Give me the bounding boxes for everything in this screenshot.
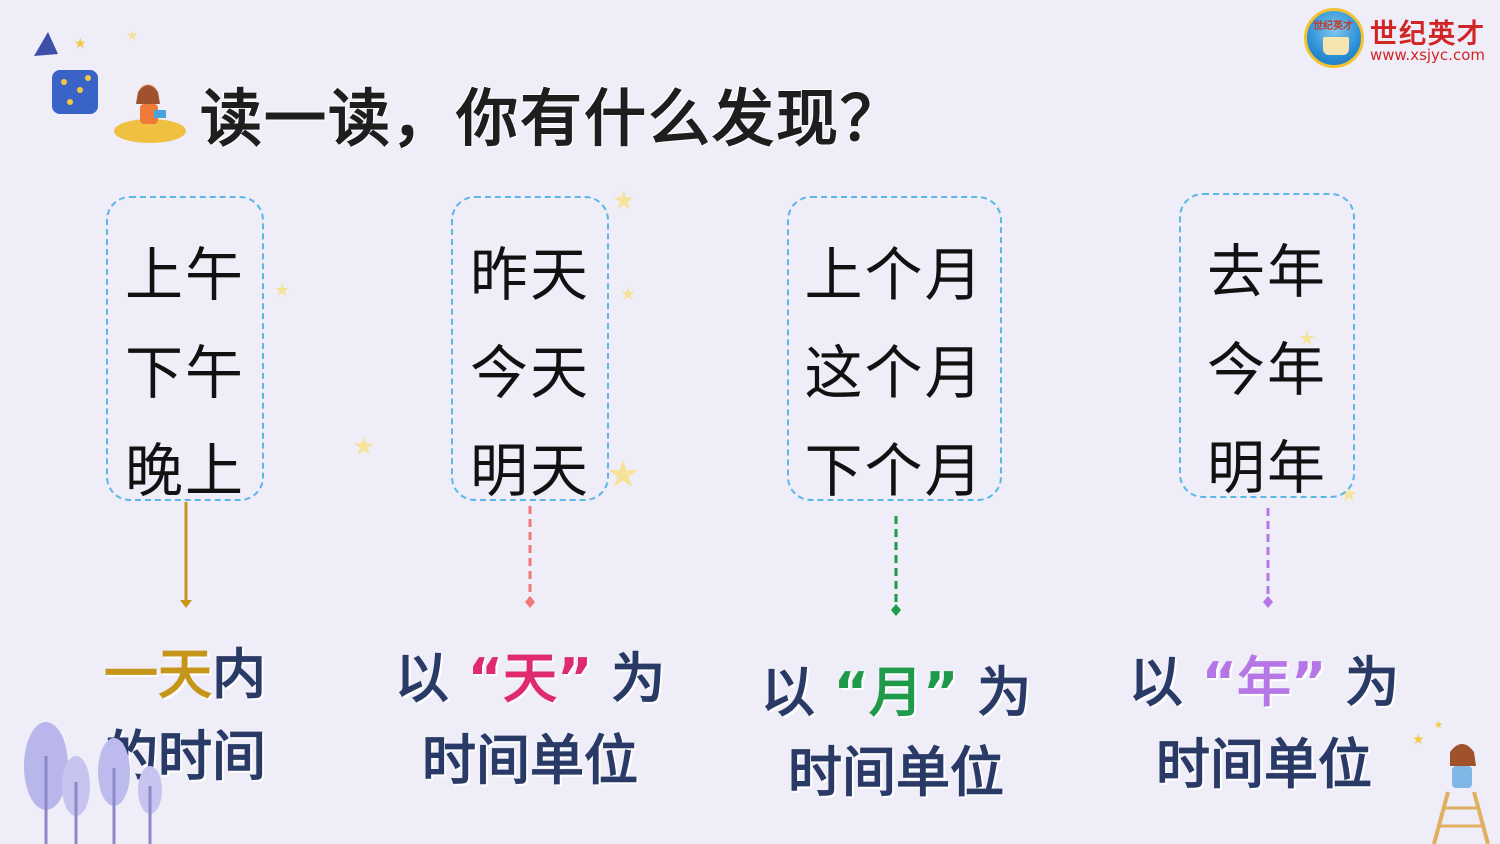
word-item: 去年 [1206,238,1327,306]
word-item: 下午 [124,339,245,407]
word-item: 昨天 [469,241,590,309]
caption-months: 以 “月” 为 [746,648,1046,727]
logo-name: 世纪英才 [1370,19,1486,50]
star-icon: ★ [620,284,637,305]
word-item: 这个月 [804,339,985,407]
svg-text:★: ★ [1412,732,1425,748]
moon-decoration-icon: ★ [34,32,106,114]
caption-day-parts: 一天内 [90,630,280,709]
connector-line [525,506,535,608]
caption-suffix: 为 [1345,651,1400,714]
word-box-years: 去年 今年 明年 [1179,193,1355,502]
star-icon: ★ [1298,326,1316,350]
caption-line2: 的时间 [104,725,266,788]
word-item: 下个月 [804,437,985,505]
caption-highlight: “天” [467,647,593,710]
word-item: 上午 [124,241,245,309]
word-item: 明天 [469,437,590,505]
caption-prefix: 以 [394,647,449,710]
word-box-days: 昨天 今天 明天 [451,196,609,505]
caption-prefix: 以 [1128,651,1183,714]
caption-years: 以 “年” 为 [1114,638,1414,717]
word-item: 上个月 [804,241,985,309]
svg-text:★: ★ [74,36,87,52]
caption-line2: 时间单位 [422,729,638,792]
word-item: 今天 [469,339,590,407]
caption-line2: 时间单位 [788,741,1004,804]
word-item: 明年 [1206,434,1327,502]
page-title: 读一读，你有什么发现？ [200,82,905,155]
caption-suffix: 为 [977,661,1032,724]
star-icon: ★ [612,186,636,216]
svg-text:★: ★ [1434,720,1443,731]
star-icon: ★ [126,28,139,44]
caption-prefix: 以 [760,661,815,724]
caption-days: 以 “天” 为 [380,634,680,713]
reading-girl-icon [114,84,186,143]
connector-line [891,516,901,616]
logo-url: www.xsjyc.com [1370,46,1485,64]
word-box-day-parts: 上午 下午 晚上 [106,196,264,505]
star-icon: ★ [606,452,641,496]
caption-suffix: 为 [611,647,666,710]
connector-line [1263,508,1273,608]
caption-line2: 时间单位 [1156,733,1372,796]
caption-highlight: “年” [1201,651,1327,714]
word-box-months: 上个月 这个月 下个月 [787,196,1002,505]
connector-line [180,502,192,608]
logo-ring-text: 世纪英才 [1313,21,1353,32]
tree-decoration-icon [24,722,162,844]
word-item: 晚上 [124,437,245,505]
star-icon: ★ [274,280,291,301]
girl-ladder-decoration-icon: ★ ★ [1412,720,1490,844]
star-icon: ★ [352,432,376,462]
caption-suffix: 内 [212,643,266,706]
caption-highlight: 一天 [104,643,212,706]
caption-highlight: “月” [833,661,959,724]
logo-badge-icon: 世纪英才 [1304,8,1364,68]
word-item: 今年 [1206,336,1327,404]
